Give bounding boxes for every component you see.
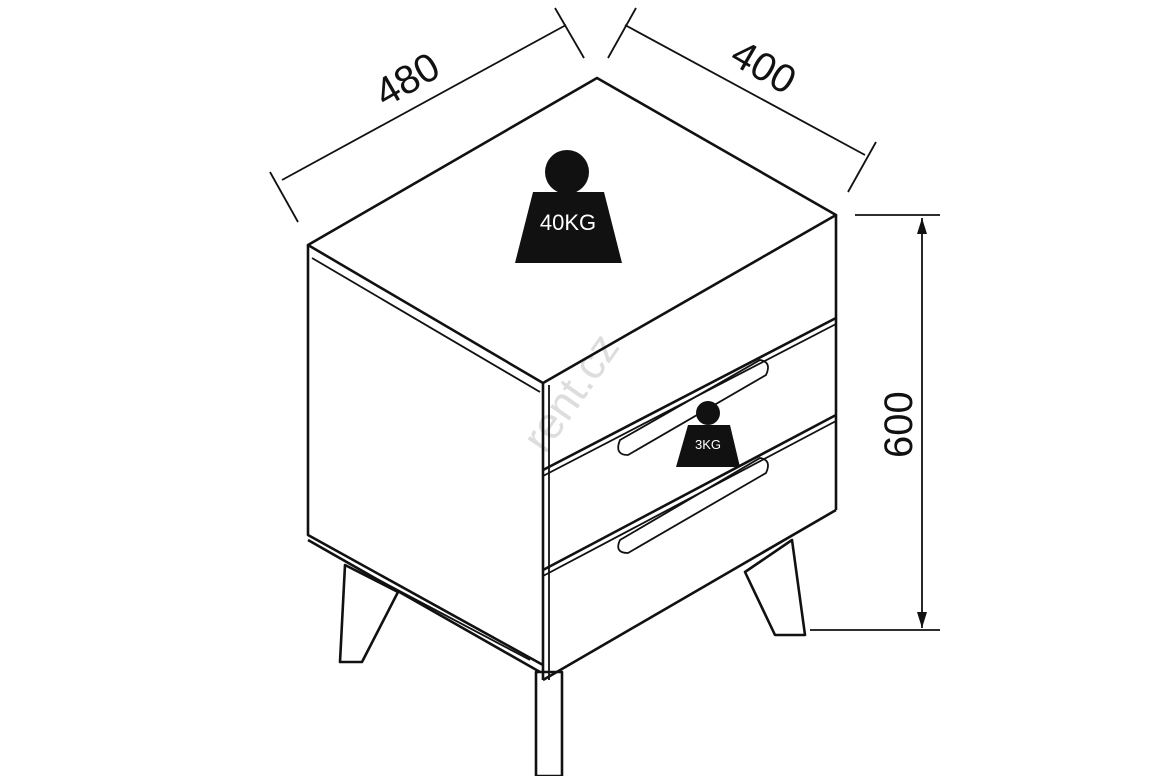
weight-icon-drawer: 3KG bbox=[676, 401, 740, 467]
dimension-depth-label: 400 bbox=[724, 32, 804, 103]
weight-icon-top: 40KG bbox=[515, 150, 622, 263]
load-drawer-label: 3KG bbox=[695, 437, 721, 452]
dimension-width: 480 bbox=[269, 7, 585, 223]
dimension-width-label: 480 bbox=[368, 44, 448, 115]
load-top-label: 40KG bbox=[540, 210, 596, 235]
dimension-height-label: 600 bbox=[877, 391, 921, 458]
dimension-depth: 400 bbox=[607, 7, 877, 193]
cabinet-body bbox=[306, 76, 838, 680]
dimension-height: 600 bbox=[810, 214, 940, 631]
drawer-handles bbox=[617, 359, 769, 554]
legs bbox=[338, 538, 807, 776]
